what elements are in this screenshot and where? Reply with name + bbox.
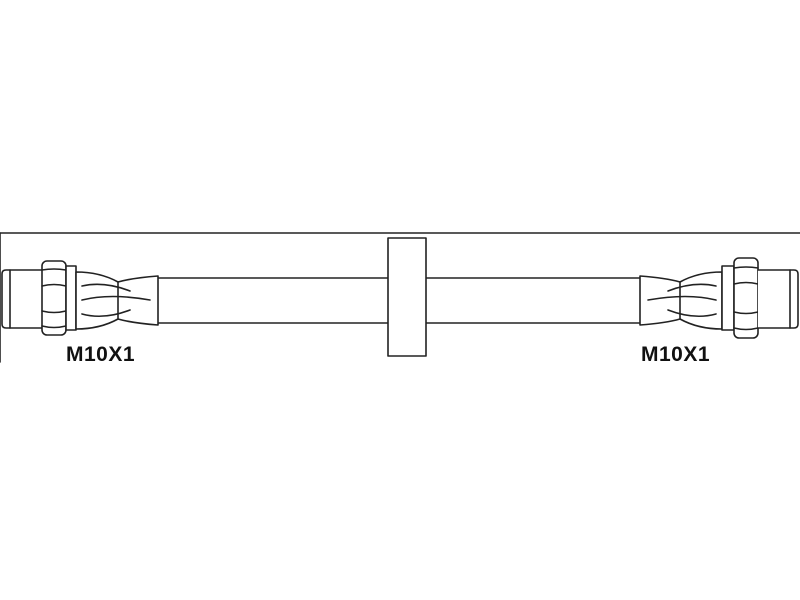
right-hex-nut (733, 257, 759, 339)
left-fitting (1, 260, 159, 336)
right-thread-end (757, 269, 799, 329)
left-hex-nut (41, 260, 67, 336)
left-collar (65, 265, 77, 331)
hose-tube (157, 277, 641, 324)
left-thread-end (1, 269, 43, 329)
left-crimp-ferrule (75, 271, 159, 330)
center-clip (387, 237, 427, 357)
frame (0, 232, 800, 363)
right-thread-label: M10X1 (641, 343, 711, 366)
right-collar (721, 265, 735, 331)
right-crimp-ferrule (639, 271, 723, 330)
left-thread-label: M10X1 (66, 343, 136, 366)
right-fitting (639, 257, 799, 339)
